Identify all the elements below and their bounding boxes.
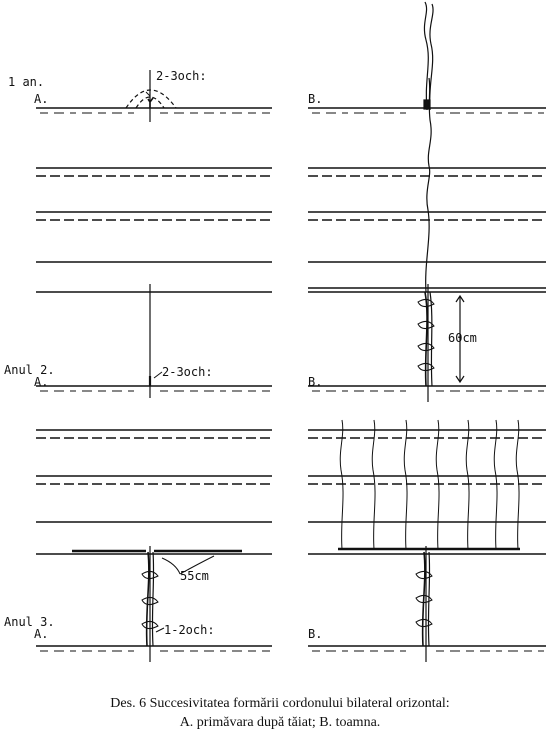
trunk-outline bbox=[427, 551, 431, 647]
caption-line-2: A. primăvara după tăiat; B. toamna. bbox=[179, 715, 381, 730]
leading-shoot bbox=[425, 77, 432, 293]
bud-pointer bbox=[155, 627, 165, 633]
panel-b-label-row1: B. bbox=[308, 92, 322, 106]
panel-b-label-row3: B. bbox=[308, 627, 322, 641]
trunk bbox=[424, 291, 428, 387]
panel-b-label-row2: B. bbox=[308, 375, 322, 389]
cutting-shoot bbox=[147, 97, 154, 108]
vine-training-diagram: 1 an. A. B. 2-3och: Anul 2. A. B. bbox=[4, 1, 546, 662]
tie-loops bbox=[417, 298, 435, 372]
trunk-base bbox=[423, 99, 431, 110]
row3-panel-a: 55cm 1-2och: bbox=[36, 429, 272, 662]
buds-label-row3: 1-2och: bbox=[164, 623, 215, 637]
panel-a-label-row3: A. bbox=[34, 627, 48, 641]
buds-label-row1: 2-3och: bbox=[156, 69, 207, 83]
tie-loops bbox=[415, 570, 433, 628]
vertical-shoots bbox=[339, 419, 520, 550]
trunk bbox=[421, 551, 426, 647]
bud-pointer bbox=[145, 91, 151, 97]
row2-panel-a: 2-3och: bbox=[36, 167, 272, 398]
year1-label: 1 an. bbox=[8, 75, 44, 89]
caption-line-1: Des. 6 Succesivitatea formării cordonulu… bbox=[110, 696, 450, 711]
figure-caption: Des. 6 Succesivitatea formării cordonulu… bbox=[0, 694, 560, 732]
length-label: 55cm bbox=[180, 569, 209, 583]
row2-panel-b: 60cm bbox=[308, 77, 546, 402]
row-year-2: Anul 2. A. B. 2-3och: bbox=[4, 77, 546, 402]
trunk bbox=[145, 551, 150, 647]
row-year-3: Anul 3. A. B. 55cm 1-2och: bbox=[4, 419, 546, 662]
soil-mound-inner bbox=[135, 96, 165, 109]
bud-pointer bbox=[153, 371, 163, 379]
row1-panel-b bbox=[308, 1, 546, 114]
dimension-arrows bbox=[455, 294, 465, 384]
grown-shoot bbox=[423, 1, 429, 111]
grown-shoot-outline bbox=[429, 3, 434, 111]
tie-loops bbox=[141, 570, 159, 630]
row1-panel-a: 2-3och: bbox=[36, 69, 272, 122]
panel-a-label-row1: A. bbox=[34, 92, 48, 106]
soil-mound bbox=[125, 89, 177, 109]
row-year-1: 1 an. A. B. 2-3och: bbox=[8, 1, 546, 122]
buds-label-row2: 2-3och: bbox=[162, 365, 213, 379]
height-label: 60cm bbox=[448, 331, 477, 345]
row3-panel-b bbox=[308, 419, 546, 662]
trunk-outline bbox=[151, 551, 155, 647]
length-pointers bbox=[161, 555, 215, 575]
year3-label: Anul 3. bbox=[4, 615, 55, 629]
year2-label: Anul 2. bbox=[4, 363, 55, 377]
panel-a-label-row2: A. bbox=[34, 375, 48, 389]
